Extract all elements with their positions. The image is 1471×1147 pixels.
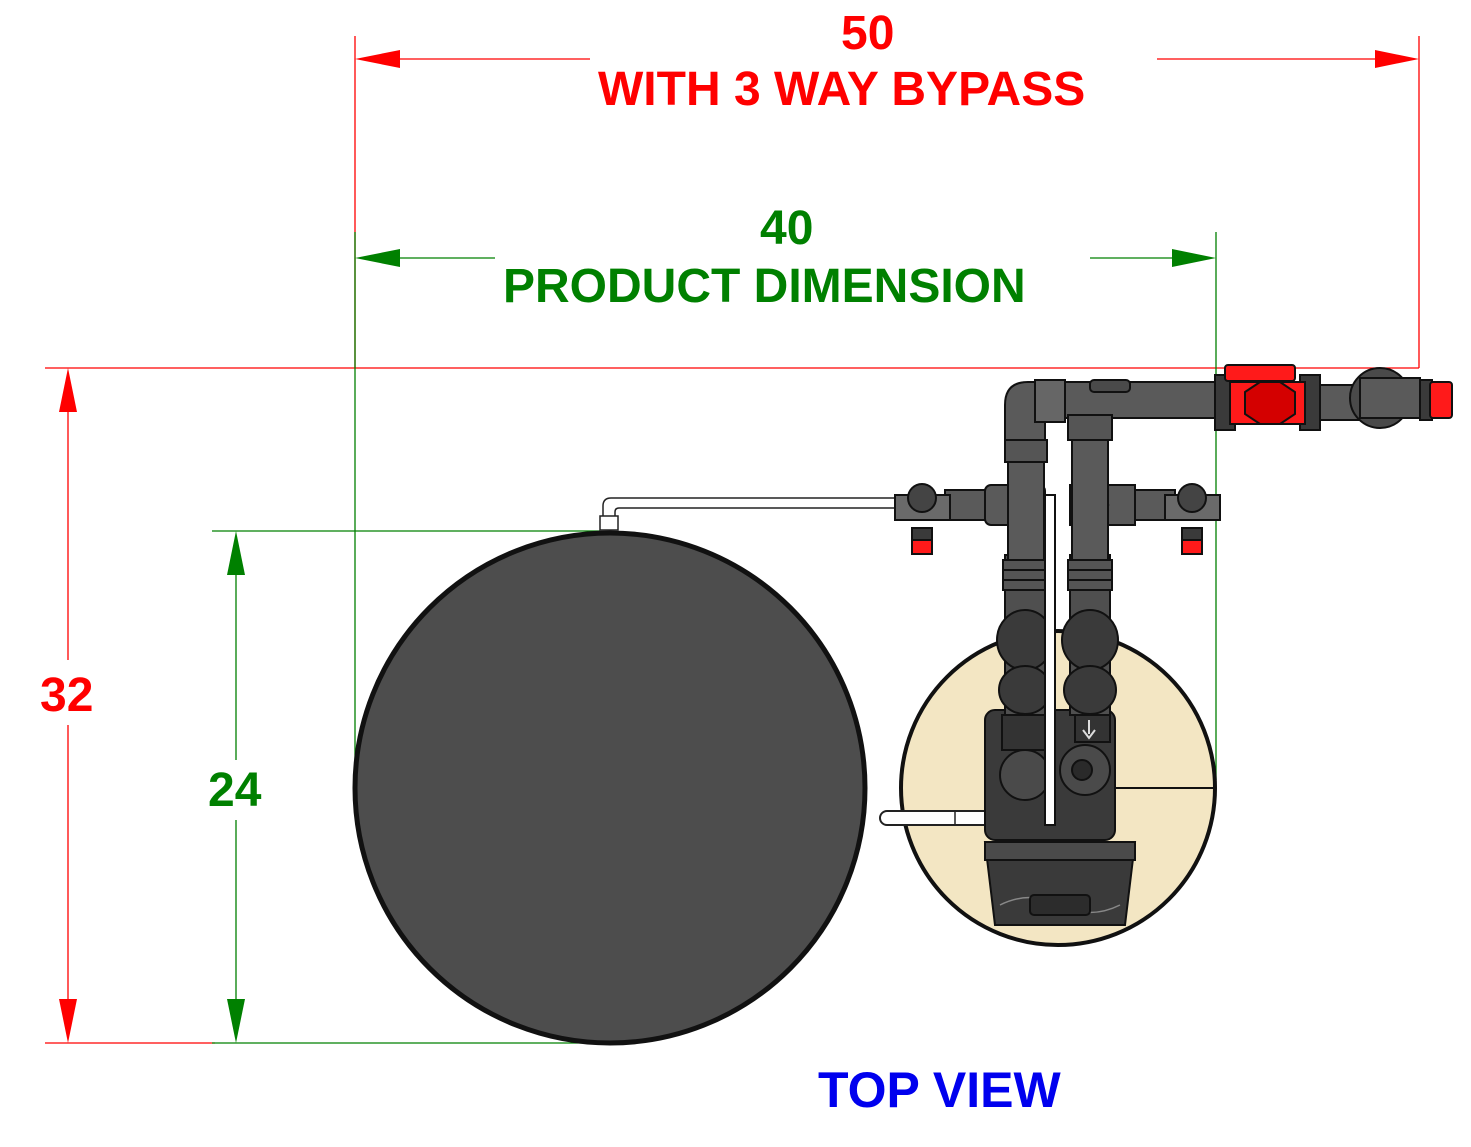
width-40-arrows (355, 249, 1216, 267)
product-width-value: 40 (760, 202, 814, 255)
overall-depth-value: 32 (38, 669, 96, 722)
overall-width-value: 50 (841, 7, 895, 60)
control-valve (983, 709, 1137, 926)
valve-risers (996, 494, 1119, 826)
brine-tank (352, 530, 868, 1046)
bypass-manifold (894, 419, 1221, 561)
tank-diameter-value: 24 (206, 764, 264, 817)
overall-width-note: WITH 3 WAY BYPASS (592, 66, 1092, 114)
bypass-header (1004, 364, 1453, 463)
width-50-arrows (355, 50, 1419, 68)
product-width-note: PRODUCT DIMENSION (497, 263, 1032, 311)
brine-line (599, 497, 898, 531)
view-label: TOP VIEW (818, 1062, 1061, 1118)
depth-32-arrows (59, 368, 77, 1043)
diameter-24-arrows (227, 531, 245, 1043)
